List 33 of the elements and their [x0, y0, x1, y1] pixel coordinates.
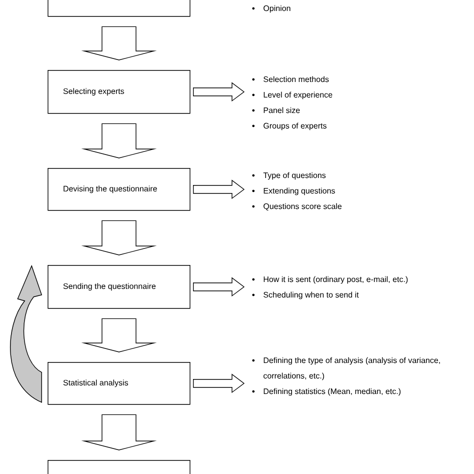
step-box: [48, 0, 190, 17]
block-arrow: [81, 318, 157, 352]
block-arrow: [81, 123, 157, 158]
block-arrow: [193, 180, 245, 200]
node-label: Scheduling when to send it: [264, 292, 359, 300]
bullet-list: Selection methods Level of experience Panel size Groups of experts: [252, 76, 332, 130]
step-box: [48, 460, 190, 474]
step-box: Sending the questionnaire: [48, 265, 190, 309]
bullet-list: How it is sent (ordinary post, e-mail, etc.) Scheduling when to send it: [252, 276, 408, 300]
block-arrow: [81, 220, 157, 256]
node-label: Panel size: [264, 107, 300, 114]
block-arrow: [81, 414, 157, 450]
node-label: Questions score scale: [264, 203, 342, 211]
node-label: Selection methods: [264, 76, 329, 82]
node-label: Groups of experts: [264, 122, 326, 130]
block-arrow: [193, 82, 245, 102]
step-box: Statistical analysis: [48, 362, 190, 405]
block-arrow: [10, 266, 42, 403]
node-label: How it is sent (ordinary post, e-mail, etc.): [264, 276, 408, 284]
step-box: Devising the questionnaire: [48, 168, 190, 211]
bullet-list: Opinion: [252, 5, 290, 13]
step-box: Selecting experts: [48, 70, 190, 114]
block-arrow: [81, 26, 157, 60]
block-arrow: [193, 374, 245, 394]
block-arrow: [193, 277, 245, 297]
node-label: Defining statistics (Mean, median, etc.): [264, 388, 401, 396]
node-label: Opinion: [264, 5, 290, 13]
bullet-list: Type of questions Extending questions Questions score scale: [252, 172, 342, 210]
node-label: Level of experience: [264, 92, 332, 100]
node-label: Type of questions: [263, 172, 326, 180]
node-label: Defining the type of analysis (analysis of variance, correlations, etc.): [264, 357, 440, 380]
bullet-list: Defining the type of analysis (analysis of variance, correlations, etc.) Defining statistics (Mean, median, etc.): [252, 357, 440, 396]
node-label: Extending questions: [264, 188, 335, 196]
